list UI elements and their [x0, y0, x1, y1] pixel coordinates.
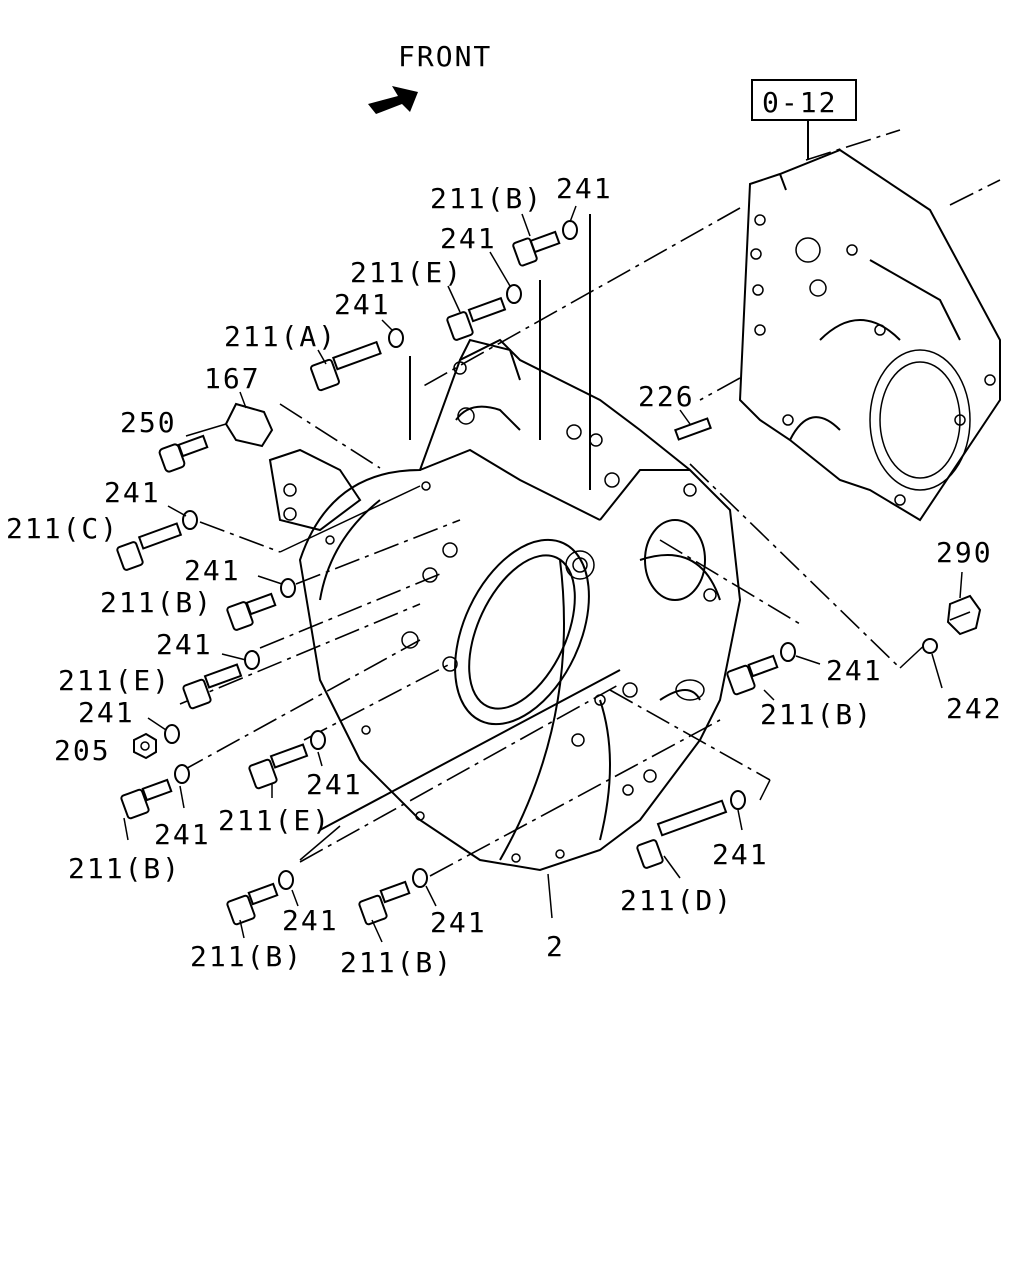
callout-211A[interactable]: 211(A) — [224, 320, 337, 353]
callout-211C[interactable]: 211(C) — [6, 512, 119, 545]
part-167-icon[interactable] — [224, 402, 274, 448]
bolt-211B-bot2-icon[interactable] — [358, 880, 411, 926]
callout-290[interactable]: 290 — [936, 536, 993, 569]
callout-211B-bot2[interactable]: 211(B) — [340, 946, 453, 979]
timing-gear-case — [738, 129, 1001, 522]
bolt-211D-icon[interactable] — [636, 799, 728, 869]
washer-241-i-icon[interactable] — [310, 730, 326, 750]
front-label: FRONT — [398, 40, 492, 73]
front-arrow-icon — [368, 86, 418, 114]
callout-211B-left[interactable]: 211(B) — [68, 852, 181, 885]
bolt-211C-icon[interactable] — [116, 522, 183, 571]
callout-2[interactable]: 2 — [546, 930, 565, 963]
callout-211B-top[interactable]: 211(B) — [430, 182, 543, 215]
callout-211B-mid[interactable]: 211(B) — [100, 586, 213, 619]
callout-241-b[interactable]: 241 — [440, 222, 497, 255]
washer-241-b-icon[interactable] — [506, 284, 522, 304]
plug-290-icon[interactable] — [946, 594, 982, 636]
callout-211E-top[interactable]: 211(E) — [350, 256, 463, 289]
callout-241-e[interactable]: 241 — [184, 554, 241, 587]
washer-241-h-icon[interactable] — [174, 764, 190, 784]
bolt-211E-mid-icon[interactable] — [182, 663, 243, 710]
callout-167[interactable]: 167 — [204, 362, 261, 395]
bolt-211B-top-icon[interactable] — [512, 230, 561, 267]
washer-241-j-icon[interactable] — [780, 642, 796, 662]
callout-241-g[interactable]: 241 — [78, 696, 135, 729]
stud-226-icon[interactable] — [674, 417, 712, 441]
callout-211B-right[interactable]: 211(B) — [760, 698, 873, 731]
washer-241-f-icon[interactable] — [244, 650, 260, 670]
bolt-211B-right-icon[interactable] — [726, 654, 779, 696]
washer-241-c-icon[interactable] — [388, 328, 404, 348]
washer-241-m-icon[interactable] — [412, 868, 428, 888]
bolt-211B-bot1-icon[interactable] — [226, 882, 279, 926]
callout-241-h[interactable]: 241 — [154, 818, 211, 851]
bolt-211B-mid-icon[interactable] — [226, 592, 277, 631]
callout-242[interactable]: 242 — [946, 692, 1003, 725]
bolt-250-icon[interactable] — [158, 434, 209, 473]
callout-226[interactable]: 226 — [638, 380, 695, 413]
callout-211B-bot1[interactable]: 211(B) — [190, 940, 303, 973]
bolt-211E-low-icon[interactable] — [248, 743, 309, 790]
callout-211E-low[interactable]: 211(E) — [218, 804, 331, 837]
callout-250[interactable]: 250 — [120, 406, 177, 439]
callout-241-c[interactable]: 241 — [334, 288, 391, 321]
leader-lines — [179, 207, 931, 877]
washer-241-g-icon[interactable] — [164, 724, 180, 744]
reference-box[interactable] — [751, 79, 857, 121]
callout-205[interactable]: 205 — [54, 734, 111, 767]
callout-211E-mid[interactable]: 211(E) — [58, 664, 171, 697]
nut-205-icon[interactable] — [133, 732, 157, 760]
callout-leaders — [123, 205, 963, 943]
bolt-211E-top-icon[interactable] — [446, 296, 507, 341]
washer-241-e-icon[interactable] — [280, 578, 296, 598]
callout-211D[interactable]: 211(D) — [620, 884, 733, 917]
bolt-211B-left-icon[interactable] — [120, 778, 173, 820]
callout-241-f[interactable]: 241 — [156, 628, 213, 661]
washer-241-d-icon[interactable] — [182, 510, 198, 530]
washer-241-k-icon[interactable] — [730, 790, 746, 810]
callout-241-i[interactable]: 241 — [306, 768, 363, 801]
callout-241-m[interactable]: 241 — [430, 906, 487, 939]
callout-241-top[interactable]: 241 — [556, 172, 613, 205]
washer-241-top-icon[interactable] — [562, 220, 578, 240]
bolt-211A-icon[interactable] — [310, 340, 382, 392]
o-ring-242-icon[interactable] — [922, 638, 938, 654]
callout-241-l[interactable]: 241 — [282, 904, 339, 937]
reference-box-label: 0-12 — [762, 86, 837, 119]
callout-241-k[interactable]: 241 — [712, 838, 769, 871]
callout-241-j[interactable]: 241 — [826, 654, 883, 687]
washer-241-l-icon[interactable] — [278, 870, 294, 890]
callout-241-d[interactable]: 241 — [104, 476, 161, 509]
